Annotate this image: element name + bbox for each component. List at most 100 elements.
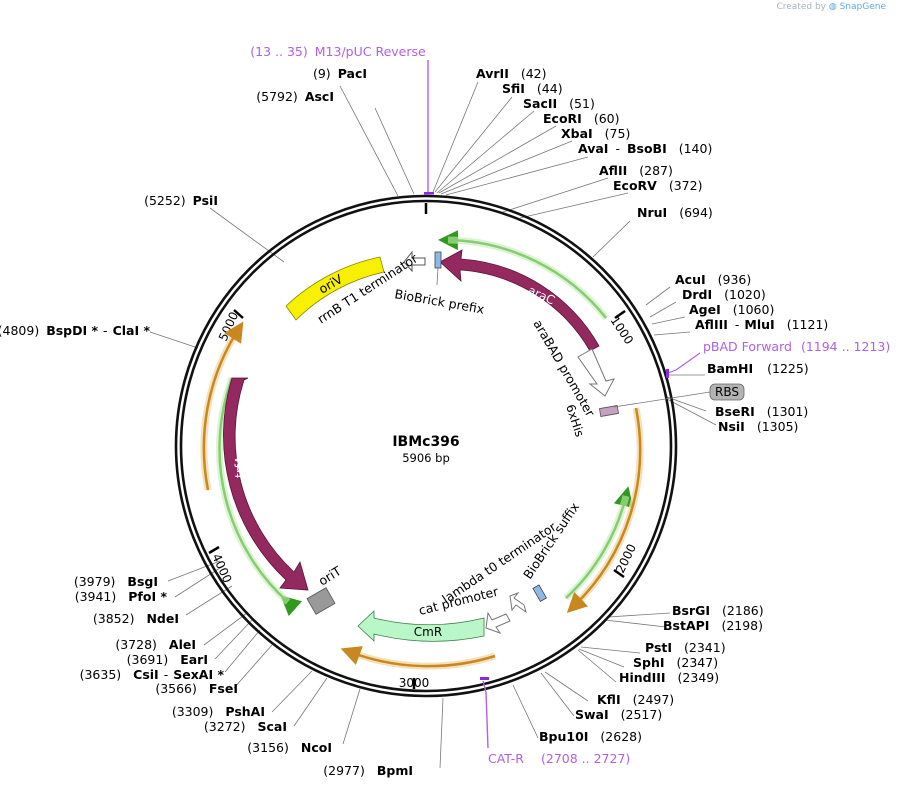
- enzyme-AgeI-name: AgeI: [689, 302, 721, 317]
- enzyme-FseI-pos: (3566): [155, 681, 197, 696]
- enzyme-FseI: (3566) FseI: [155, 681, 238, 696]
- enzyme-AscI-name: AscI: [305, 89, 334, 104]
- enzyme-PacI-pos: (9): [313, 66, 331, 81]
- enzyme-AvrII-name: AvrII: [476, 66, 509, 81]
- orange-arc-bottom: [340, 646, 496, 668]
- enzyme-EcoRI: EcoRI (60): [543, 111, 619, 126]
- enzyme-AflII: AflII (287): [599, 163, 673, 178]
- 6xHis-feature: [598, 405, 620, 417]
- enzyme-SphI-pos: (2347): [677, 655, 719, 670]
- enzyme-labels: (9)PacI (5792)AscI (5252)PsiI (4809)BspD…: [0, 66, 828, 778]
- tick-marks: [208, 203, 626, 689]
- green-arc-halos: [216, 236, 630, 605]
- enzyme-AgeI-pos: (1060): [733, 302, 775, 317]
- enzyme-SwaI-pos: (2517): [621, 707, 663, 722]
- enzyme-AvrII-pos: (42): [521, 66, 547, 81]
- RBS-feature: [709, 383, 745, 401]
- enzyme-EcoRV-pos: (372): [669, 178, 703, 193]
- enzyme-AleI: (3728)AleI: [115, 637, 196, 652]
- enzyme-BamHI-pos: (1225): [767, 361, 809, 376]
- enzyme-BseRI-pos: (1301): [767, 404, 809, 419]
- enzyme-AflII-name: AflII: [599, 163, 627, 178]
- enzyme-BseRI-name: BseRI: [715, 404, 755, 419]
- enzyme-XbaI-pos: (75): [605, 126, 631, 141]
- enzyme-Bpu10I: Bpu10I(2628): [539, 729, 642, 744]
- enzyme-AflIII-MluI: AflIII-MluI(1121): [695, 317, 828, 332]
- enzyme-SphI: SphI (2347): [633, 655, 718, 670]
- enzyme-EcoRI-pos: (60): [594, 111, 620, 126]
- tick-2000: [613, 568, 625, 579]
- enzyme-EcoRI-name: EcoRI: [543, 111, 582, 126]
- enzyme-HindIII-pos: (2349): [678, 670, 720, 685]
- CmR-feature: [357, 610, 485, 642]
- enzyme-XbaI-name: XbaI: [561, 126, 593, 141]
- enzyme-AvaI-pos: (140): [679, 141, 713, 156]
- enzyme-BseRI: BseRI (1301): [715, 404, 808, 419]
- enzyme-BspDI-pos: (4809): [0, 323, 39, 338]
- enzyme-NruI: NruI(694): [637, 205, 713, 220]
- biobrick-suffix-feature: [532, 584, 548, 602]
- enzyme-EarI-pos: (3691): [127, 652, 169, 667]
- enzyme-DrdI-name: DrdI: [682, 287, 712, 302]
- enzyme-PacI: (9)PacI: [313, 66, 367, 81]
- enzyme-EcoRV-name: EcoRV: [613, 178, 657, 193]
- enzyme-EarI: (3691) EarI: [127, 652, 208, 667]
- enzyme-AflII-pos: (287): [639, 163, 673, 178]
- tick-label-1000: 1000: [608, 314, 637, 347]
- enzyme-CsiI-name: CsiI: [133, 667, 159, 682]
- primer-catr-range: (2708 .. 2727): [541, 751, 630, 766]
- enzyme-CsiI-pos: (3635): [80, 667, 122, 682]
- enzyme-EarI-name: EarI: [180, 652, 208, 667]
- enzyme-KflI: KflI(2497): [597, 692, 674, 707]
- enzyme-BsrGI-name: BsrGI: [672, 603, 710, 618]
- enzyme-BspDI-name: BspDI *: [46, 323, 98, 338]
- enzyme-EcoRV: EcoRV (372): [613, 178, 702, 193]
- enzyme-DrdI-pos: (1020): [724, 287, 766, 302]
- cat-promoter-feature: [485, 611, 511, 634]
- enzyme-BamHI-name: BamHI: [707, 361, 753, 376]
- CmR-label: CmR: [414, 625, 442, 639]
- RBS-label: RBS: [715, 385, 739, 399]
- primer-m13-label: (13 .. 35)M13/pUC Reverse: [250, 44, 426, 59]
- enzyme-AflIII-name: AflIII: [695, 317, 728, 332]
- enzyme-BpmI-pos: (2977): [323, 763, 365, 778]
- enzyme-AscI-pos: (5792): [256, 89, 298, 104]
- enzyme-ScaI: (3272)ScaI: [204, 719, 287, 734]
- enzyme-AleI-name: AleI: [169, 637, 196, 652]
- enzyme-SexAI-name: SexAI *: [173, 667, 224, 682]
- primer-pbad-name: pBAD Forward: [703, 339, 792, 354]
- enzyme-Bpu10I-name: Bpu10I: [539, 729, 588, 744]
- enzyme-FseI-name: FseI: [209, 681, 238, 696]
- enzyme-AvrII: AvrII (42): [476, 66, 547, 81]
- enzyme-NsiI-pos: (1305): [757, 419, 799, 434]
- enzyme-AcuI: AcuI (936): [675, 272, 751, 287]
- lambda-terminator-feature: [509, 591, 527, 614]
- enzyme-SphI-name: SphI: [633, 655, 665, 670]
- primer-pbad-label: pBAD Forward(1194 .. 1213): [703, 339, 890, 354]
- primer-m13-range: (13 .. 35): [250, 44, 307, 59]
- enzyme-KflI-name: KflI: [597, 692, 621, 707]
- araBAD-promoter-feature: [577, 348, 615, 397]
- enzyme-BsgI-pos: (3979): [74, 574, 116, 589]
- tick-label-3000: 3000: [399, 676, 430, 690]
- tick-4000: [208, 545, 220, 555]
- enzyme-SacII-name: SacII: [523, 96, 557, 111]
- enzyme-AcuI-name: AcuI: [675, 272, 706, 287]
- enzyme-PfoI-name: PfoI *: [128, 589, 167, 604]
- enzyme-PfoI-pos: (3941): [75, 589, 117, 604]
- enzyme-MluI-name: MluI: [744, 317, 774, 332]
- enzyme-BstAPI-name: BstAPI: [663, 618, 709, 633]
- primer-catr-name: CAT-R: [488, 751, 524, 766]
- backbone-outer-strand: [174, 194, 678, 698]
- enzyme-PfoI: (3941) PfoI *: [75, 589, 168, 604]
- enzyme-AvaI-name: AvaI: [578, 141, 608, 156]
- primer-catr-label: CAT-R (2708 .. 2727): [488, 751, 630, 766]
- rrnB-terminator-feature: [403, 250, 426, 273]
- orange-arc-left: [202, 321, 244, 491]
- enzyme-BspDI-ClaI: (4809)BspDI *-ClaI *: [0, 323, 150, 338]
- enzyme-ScaI-name: ScaI: [258, 719, 288, 734]
- enzyme-SfiI: SfiI(44): [502, 81, 563, 96]
- credit-brand: SnapGene: [839, 2, 886, 12]
- enzyme-AcuI-pos: (936): [718, 272, 752, 287]
